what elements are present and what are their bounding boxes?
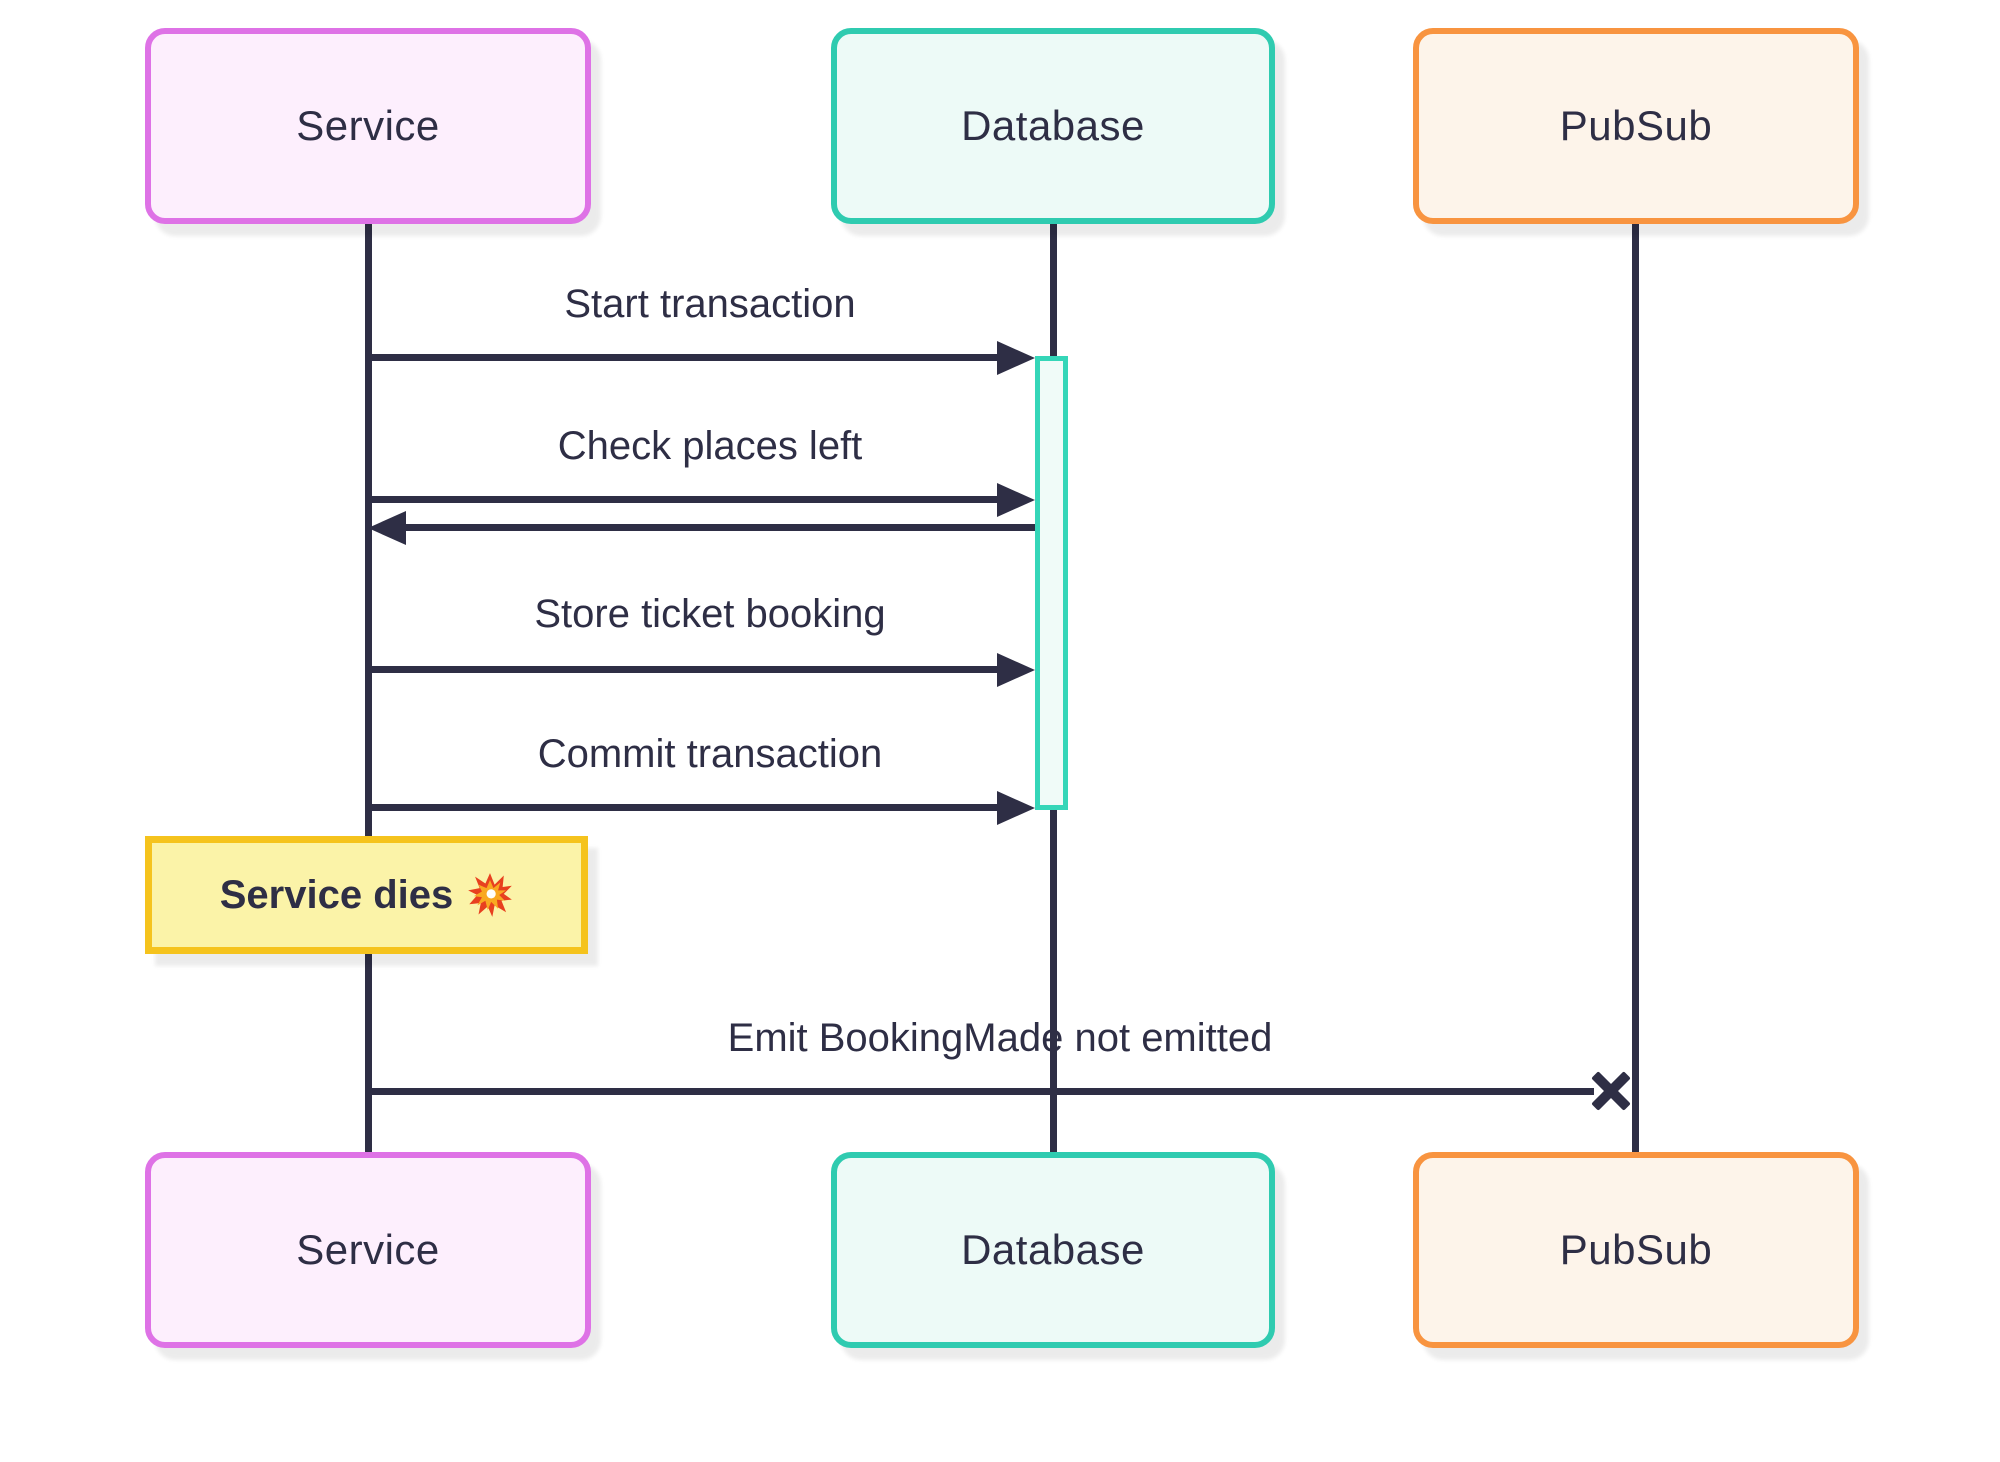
actor-label: Service: [296, 102, 440, 149]
reply-line-check-places-left: [398, 524, 1035, 531]
activation-bar-database: [1035, 356, 1068, 810]
message-line-start-transaction: [368, 354, 1008, 361]
actor-label: PubSub: [1559, 102, 1713, 149]
actor-pubsub-bottom: PubSub: [1413, 1152, 1859, 1348]
actor-label: PubSub: [1559, 1226, 1713, 1273]
message-line-check-places-left: [368, 496, 1008, 503]
message-line-store-ticket-booking: [368, 666, 1008, 673]
actor-label: Database: [961, 1226, 1145, 1273]
arrowhead-right-icon: [997, 653, 1035, 687]
collision-icon: [467, 872, 513, 918]
actor-label: Database: [961, 102, 1145, 149]
message-label-check-places-left: Check places left: [557, 424, 863, 468]
arrowhead-right-icon: [997, 791, 1035, 825]
actor-service-bottom: Service: [145, 1152, 591, 1348]
arrowhead-right-icon: [997, 341, 1035, 375]
message-label-emit-bookingmade: Emit BookingMade not emitted: [727, 1016, 1273, 1060]
message-line-commit-transaction: [368, 804, 1008, 811]
arrowhead-right-icon: [997, 483, 1035, 517]
note-label: Service dies: [219, 872, 454, 917]
lifeline-service: [365, 224, 372, 1152]
actor-label: Service: [296, 1226, 440, 1273]
note-service-dies: Service dies: [145, 836, 588, 954]
actor-database-bottom: Database: [831, 1152, 1275, 1348]
actor-database-top: Database: [831, 28, 1275, 224]
actor-service-top: Service: [145, 28, 591, 224]
message-line-emit-bookingmade: [368, 1088, 1594, 1095]
lifeline-pubsub: [1632, 224, 1639, 1152]
lost-message-x-icon: [1588, 1068, 1634, 1114]
actor-pubsub-top: PubSub: [1413, 28, 1859, 224]
message-label-store-ticket-booking: Store ticket booking: [534, 592, 886, 636]
message-label-commit-transaction: Commit transaction: [537, 732, 883, 776]
arrowhead-left-icon: [368, 511, 406, 545]
message-label-start-transaction: Start transaction: [564, 282, 856, 326]
